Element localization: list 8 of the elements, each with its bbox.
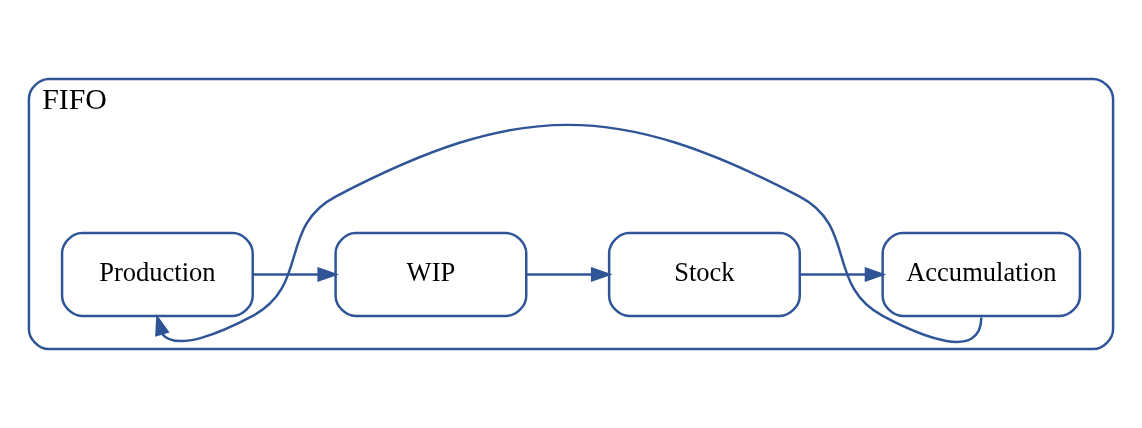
node-box: Accumulation [881,231,1082,318]
arrow [155,123,983,343]
node-box: WIP [334,231,528,318]
node-box: Production [60,231,254,318]
node-box: Stock [607,231,801,318]
arrow [526,266,613,283]
arrow [252,266,339,283]
arrow [800,266,887,283]
